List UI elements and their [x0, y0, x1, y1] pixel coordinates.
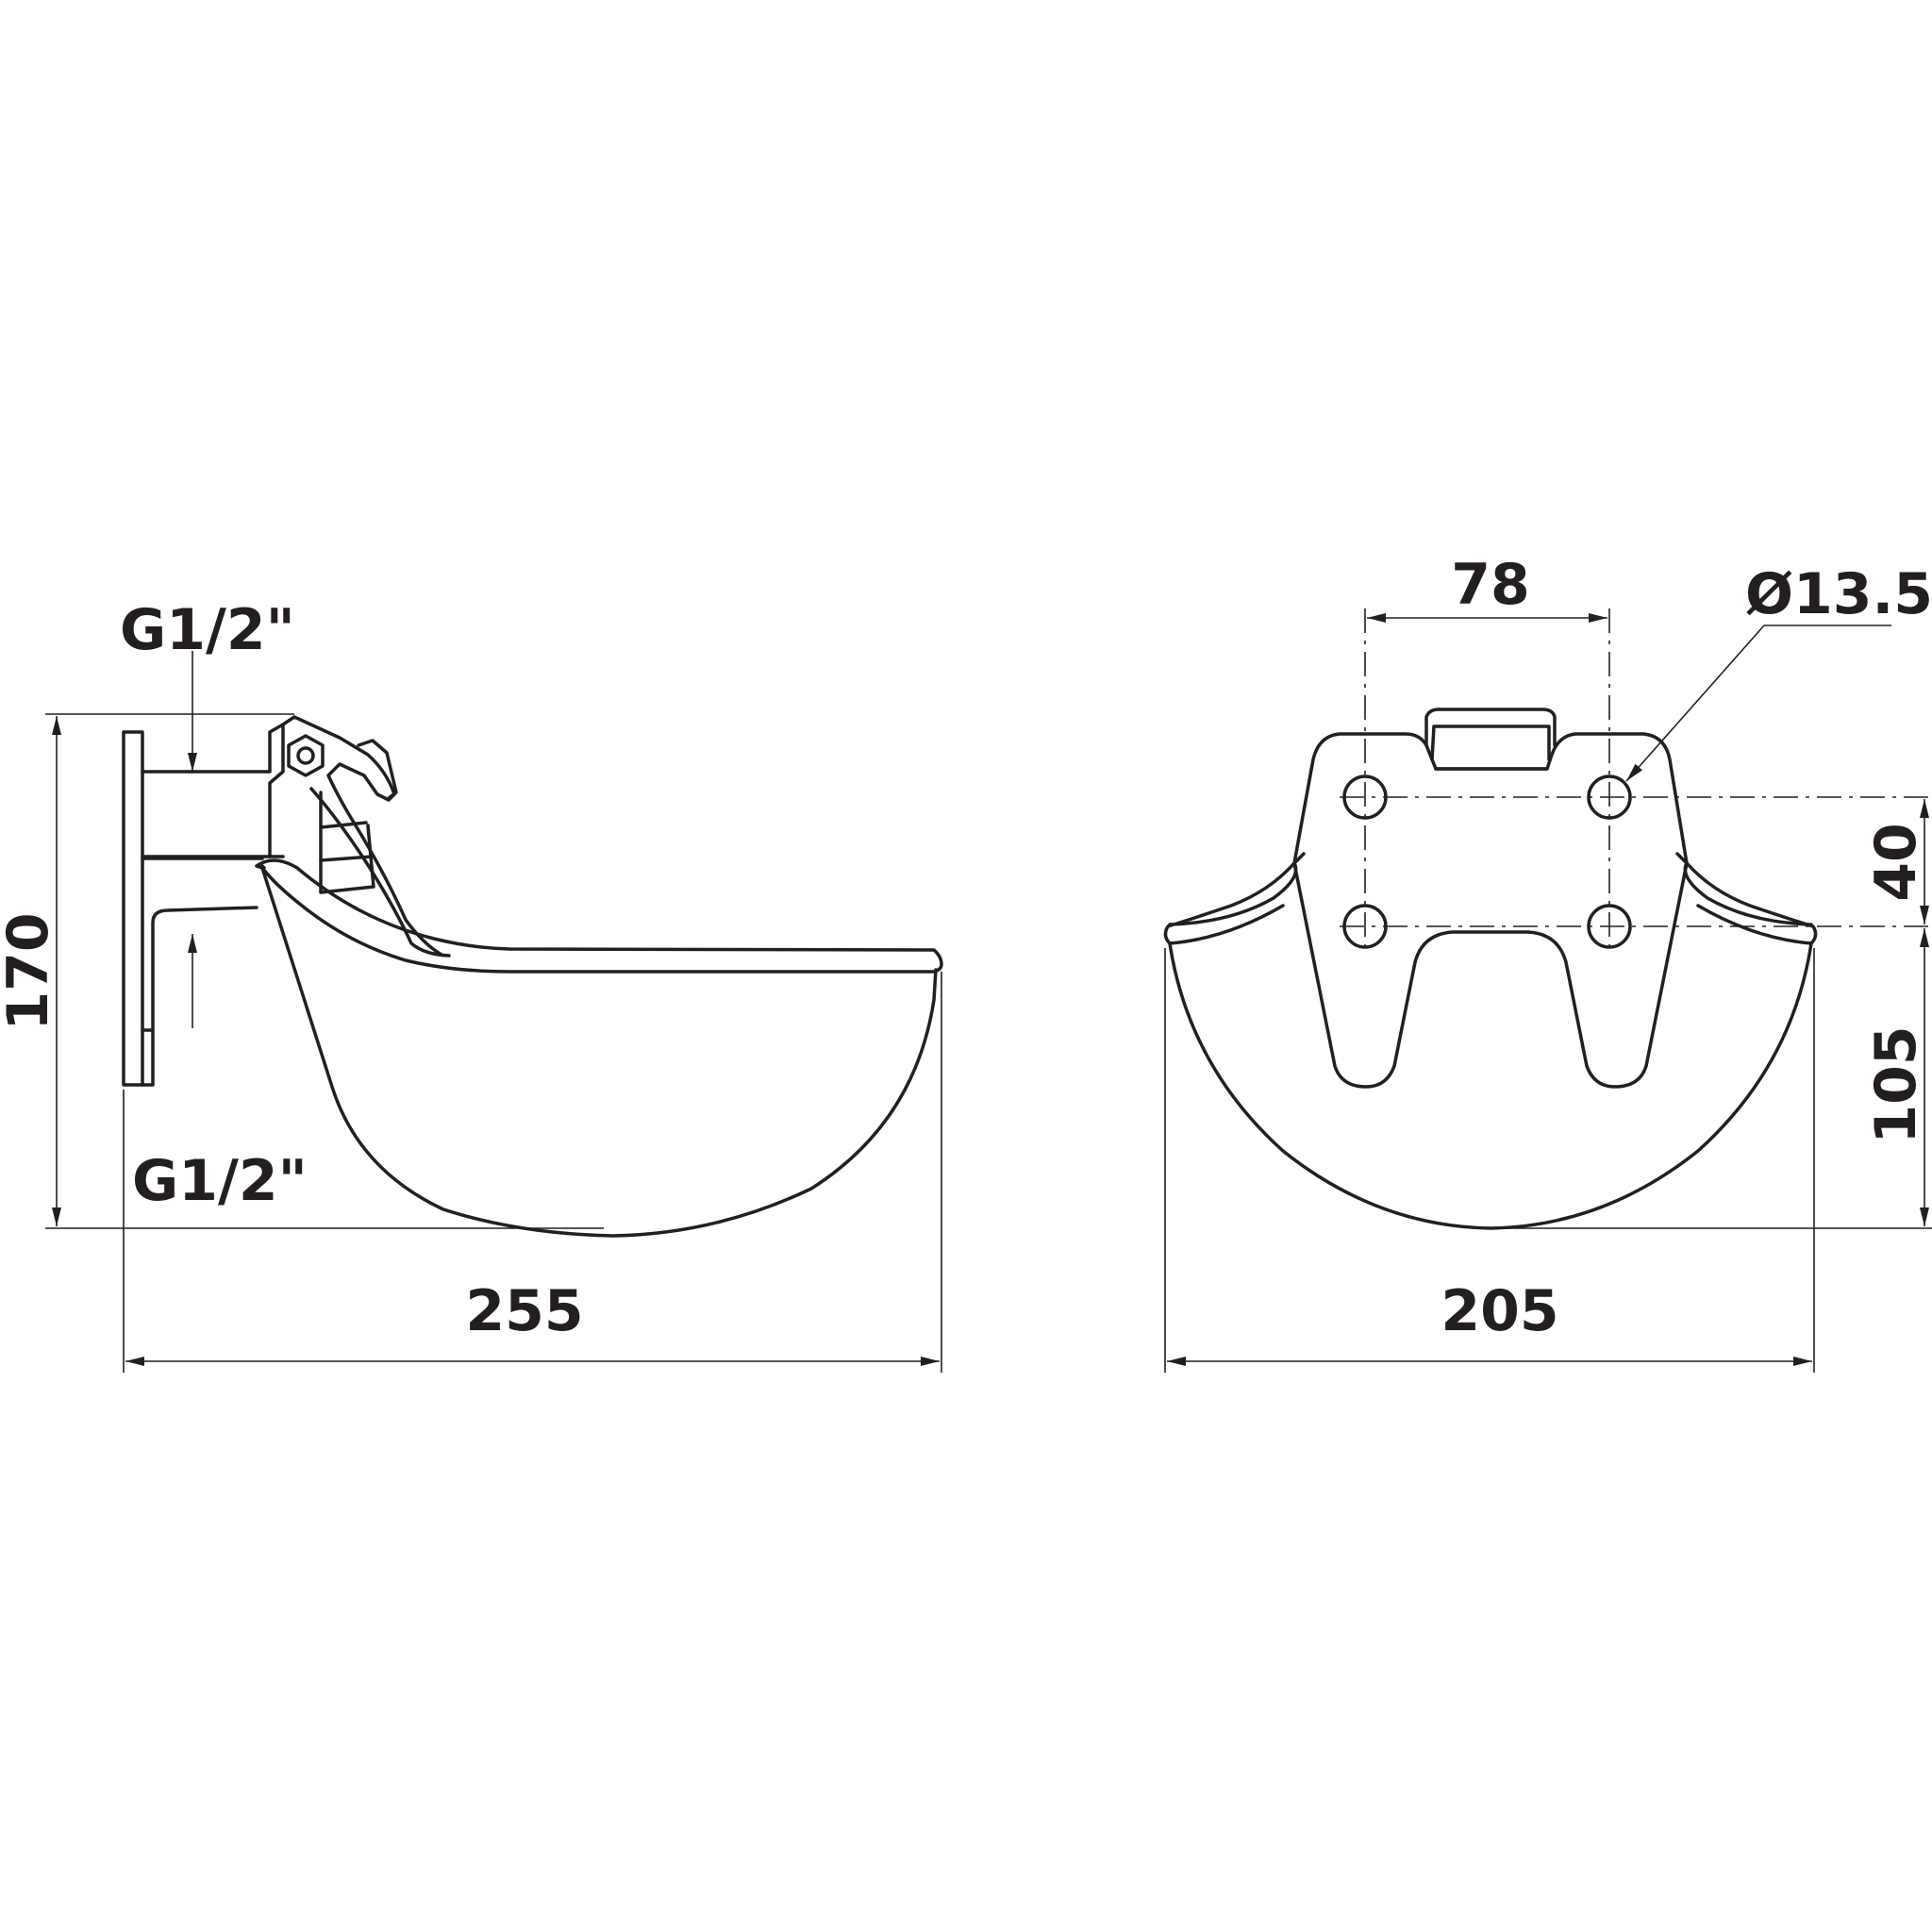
inlet-pipe	[141, 723, 285, 774]
valve-housing	[281, 715, 443, 957]
front-width-label: 205	[1441, 1278, 1558, 1344]
mounting-plate	[1292, 732, 1689, 1089]
front-rim-curves	[1168, 904, 1813, 945]
width-label: 255	[465, 1278, 583, 1344]
bowl-rim-outer	[255, 858, 943, 974]
mounting-plate-edge	[1292, 852, 1689, 865]
valve-stem	[268, 723, 285, 858]
valve-lever	[309, 787, 451, 958]
lower-bracket	[141, 906, 258, 1087]
valve-cap	[357, 739, 398, 800]
top-tab	[1424, 708, 1557, 761]
front-view: 78 Ø13.5 40 105 205	[1163, 552, 1932, 1373]
diameter-leader	[1625, 625, 1765, 782]
front-bowl-body	[1168, 941, 1813, 1230]
bowl-inner	[260, 864, 266, 870]
side-view: G1/2" G1/2" 170 255	[0, 597, 943, 1373]
wall-plate	[122, 730, 144, 1087]
nut-hole	[296, 746, 315, 765]
valve-block-lines	[319, 821, 374, 862]
hex-nut	[287, 734, 325, 777]
hole-diameter-label: Ø13.5	[1745, 561, 1932, 627]
hole-spacing-v-label: 40	[1863, 823, 1929, 902]
thread-top-label: G1/2"	[120, 597, 295, 663]
thread-bottom-label: G1/2"	[132, 1148, 308, 1214]
height-label: 170	[0, 912, 61, 1030]
hole-spacing-h-label: 78	[1451, 552, 1530, 618]
lower-height-label: 105	[1863, 1025, 1929, 1143]
bowl-body	[255, 864, 938, 1238]
front-bowl-rim-left	[1163, 861, 1298, 945]
front-bowl-rim-right	[1683, 861, 1818, 945]
